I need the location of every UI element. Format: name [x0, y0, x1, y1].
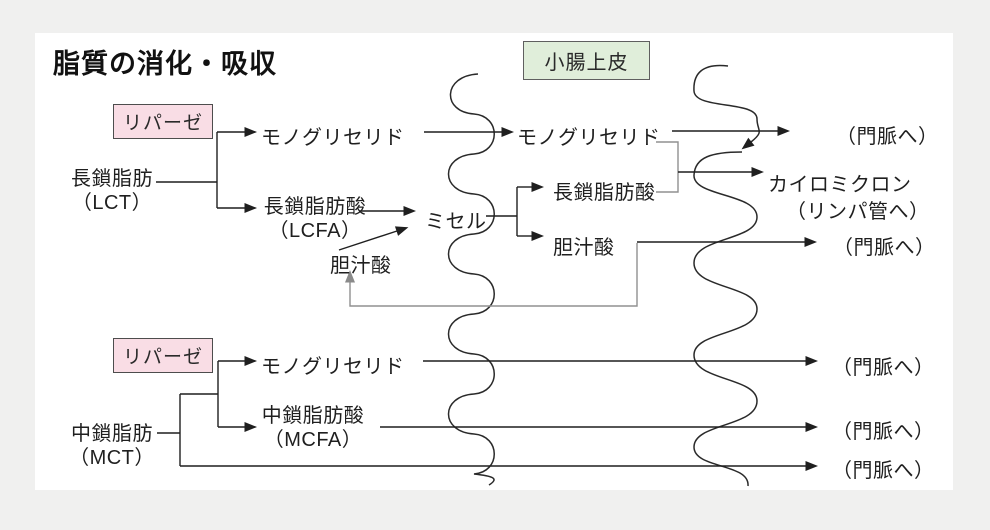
lipase-bottom-label: リパーゼ	[122, 347, 203, 368]
mcfa-abbr: （MCFA）	[263, 429, 363, 451]
cell-wall-lower	[693, 151, 758, 487]
lct-substrate: 長鎖脂肪 （LCT）	[50, 167, 174, 215]
micelle: ミセル	[425, 211, 487, 233]
lcfa-cell: 長鎖脂肪酸	[553, 182, 656, 204]
lcfa-name: 長鎖脂肪酸	[263, 196, 367, 218]
to-portal-4: （門脈へ）	[832, 421, 935, 443]
mct-substrate: 中鎖脂肪 （MCT）	[50, 422, 174, 470]
bile-acid-lumen: 胆汁酸	[330, 255, 392, 277]
to-portal-2: （門脈へ）	[833, 237, 936, 259]
lcfa-lumen: 長鎖脂肪酸 （LCFA）	[259, 195, 371, 243]
lct-name: 長鎖脂肪	[71, 168, 153, 190]
bile-acid-cell: 胆汁酸	[553, 237, 615, 259]
lcfa-abbr: （LCFA）	[268, 220, 362, 242]
to-portal-1: （門脈へ）	[836, 126, 939, 148]
chylomicron-bracket	[656, 141, 679, 193]
to-portal-5: （門脈へ）	[832, 460, 935, 482]
mct-name: 中鎖脂肪	[71, 423, 153, 445]
page-title: 脂質の消化・吸収	[53, 49, 277, 79]
mcfa-name: 中鎖脂肪酸	[261, 405, 365, 427]
monoglyceride-lumen-top: モノグリセリド	[261, 127, 405, 149]
chylomicron: カイロミクロン	[768, 174, 912, 196]
to-portal-3: （門脈へ）	[832, 357, 935, 379]
monoglyceride-cell: モノグリセリド	[517, 127, 661, 149]
arrow-bile-to-micelle	[338, 226, 409, 251]
to-lymph: （リンパ管へ）	[786, 201, 930, 223]
lumen-wall	[447, 73, 495, 486]
bile-recycle-line	[345, 243, 638, 307]
lipase-top-label: リパーゼ	[122, 113, 203, 134]
lipase-box-bottom: リパーゼ	[113, 338, 213, 373]
mcfa-lumen: 中鎖脂肪酸 （MCFA）	[257, 404, 369, 452]
lipase-box-top: リパーゼ	[113, 104, 213, 139]
cell-wall-upper	[693, 64, 760, 150]
epithelium-box: 小腸上皮	[523, 41, 650, 80]
monoglyceride-lumen-bottom: モノグリセリド	[261, 356, 405, 378]
epithelium-label: 小腸上皮	[544, 52, 629, 74]
mct-abbr: （MCT）	[69, 447, 155, 469]
lct-abbr: （LCT）	[71, 192, 153, 214]
